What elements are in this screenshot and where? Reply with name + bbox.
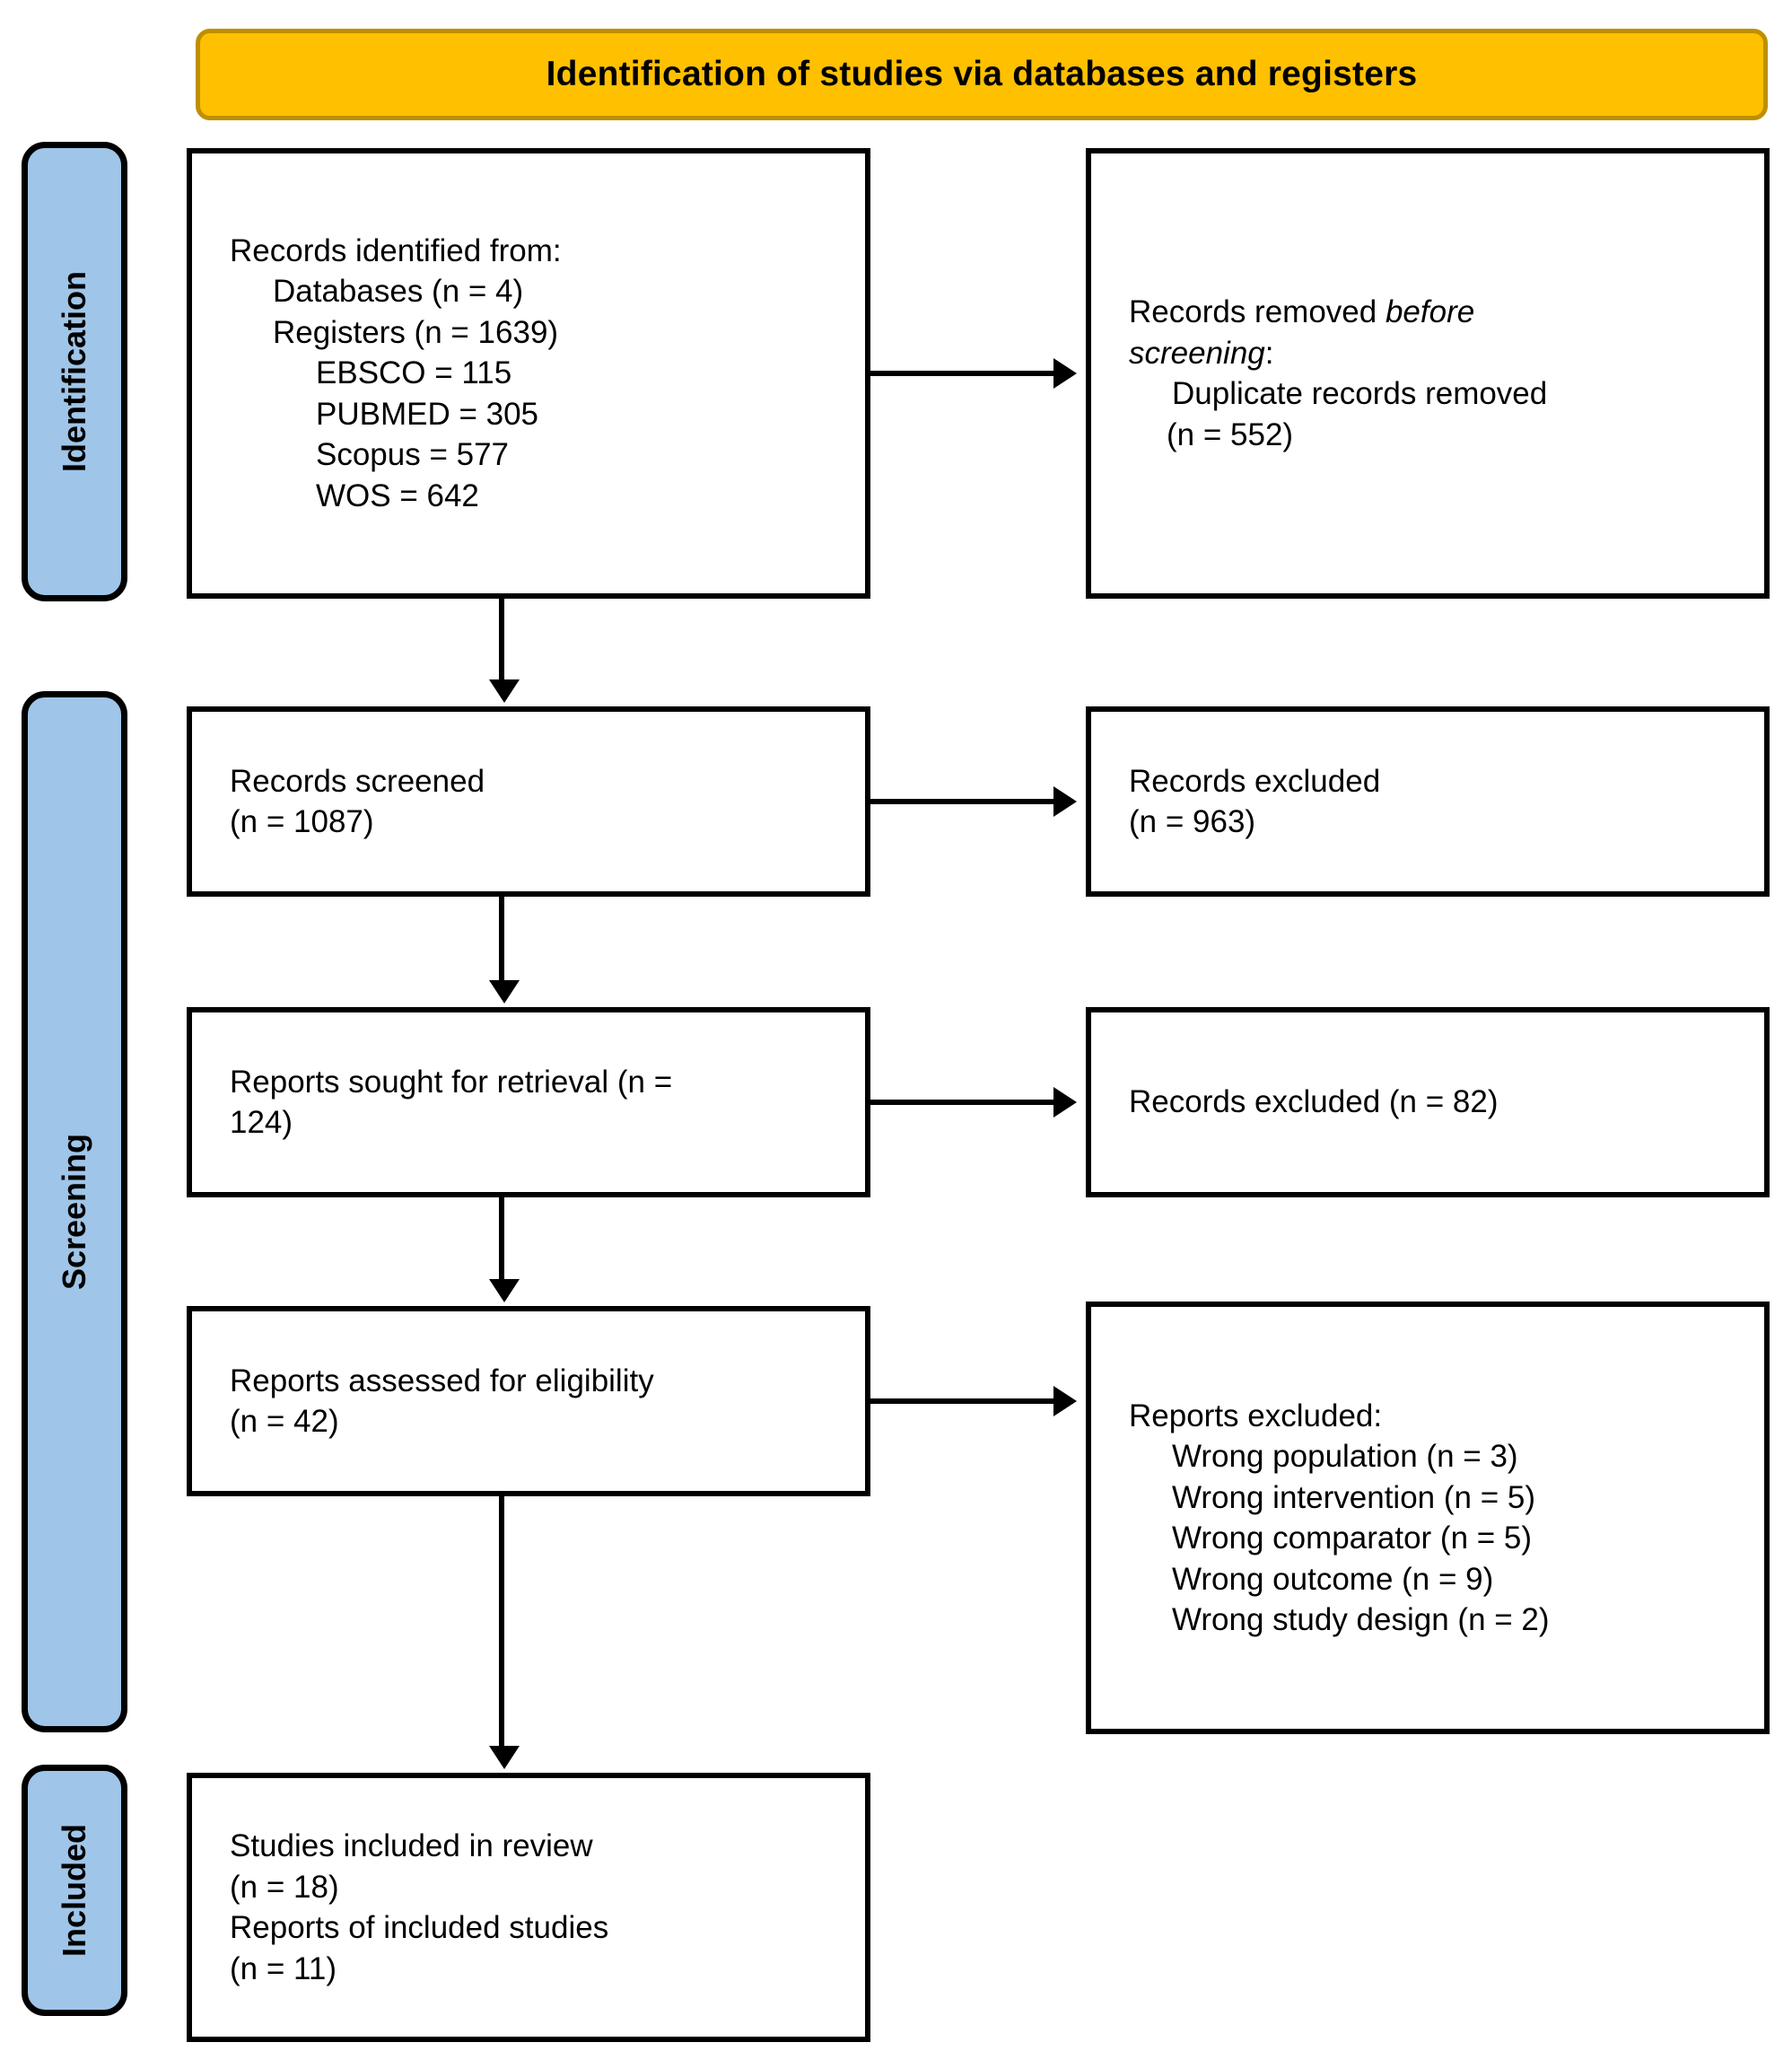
records-removed-line-0: Records removed before <box>1129 292 1748 333</box>
arrowhead-sought-to-assessed <box>489 1279 520 1302</box>
reports-sought-line-0: Reports sought for retrieval (n = <box>230 1064 673 1100</box>
studies-included-line-3: (n = 11) <box>230 1950 337 1986</box>
reports-excluded-heading: Reports excluded: <box>1129 1398 1383 1433</box>
phase-bar-screening: Screening <box>22 691 127 1732</box>
connector-sought-to-excluded <box>870 1100 1053 1105</box>
header-banner: Identification of studies via databases … <box>196 29 1768 120</box>
box-records-removed: Records removed before screening: Duplic… <box>1086 148 1770 599</box>
reports-excluded-reason-4: Wrong study design (n = 2) <box>1172 1602 1550 1637</box>
connector-screened-to-sought <box>499 897 504 984</box>
records-removed-plain-2: : <box>1264 335 1274 371</box>
arrowhead-screened-to-sought <box>489 980 520 1004</box>
box-reports-sought: Reports sought for retrieval (n = 124) <box>187 1007 870 1197</box>
reports-sought-line-1: 124) <box>230 1105 293 1140</box>
arrowhead-sought-to-excluded <box>1053 1087 1077 1118</box>
records-identified-line-2: Registers (n = 1639) <box>273 314 559 350</box>
records-removed-line-1: screening: <box>1129 333 1748 374</box>
records-identified-line-6: WOS = 642 <box>316 478 479 513</box>
connector-assessed-to-included <box>499 1496 504 1749</box>
header-title: Identification of studies via databases … <box>546 55 1418 93</box>
studies-included-line-1: (n = 18) <box>230 1869 339 1905</box>
arrowhead-screened-to-excluded <box>1053 786 1077 817</box>
records-identified-line-3: EBSCO = 115 <box>316 355 512 391</box>
studies-included-line-2: Reports of included studies <box>230 1910 609 1945</box>
records-removed-plain-1: Records removed <box>1129 294 1386 329</box>
records-identified-line-0: Records identified from: <box>230 232 562 268</box>
records-excluded-screening-line-1: (n = 963) <box>1129 804 1256 839</box>
reports-excluded-reason-3: Wrong outcome (n = 9) <box>1172 1561 1494 1597</box>
reports-excluded-reason-2: Wrong comparator (n = 5) <box>1172 1521 1533 1556</box>
arrowhead-assessed-to-included <box>489 1746 520 1769</box>
phase-bar-included: Included <box>22 1765 127 2016</box>
box-records-screened: Records screened (n = 1087) <box>187 706 870 897</box>
connector-sought-to-assessed <box>499 1197 504 1283</box>
arrowhead-identified-to-screened <box>489 679 520 703</box>
reports-assessed-line-1: (n = 42) <box>230 1404 339 1439</box>
connector-screened-to-excluded <box>870 799 1053 804</box>
records-screened-line-1: (n = 1087) <box>230 804 374 839</box>
records-removed-italic-1: before <box>1385 294 1475 329</box>
box-studies-included: Studies included in review (n = 18) Repo… <box>187 1773 870 2042</box>
arrowhead-identified-to-removed <box>1053 358 1077 389</box>
studies-included-line-0: Studies included in review <box>230 1828 593 1863</box>
reports-excluded-reason-1: Wrong intervention (n = 5) <box>1172 1479 1535 1515</box>
box-records-excluded-screening: Records excluded (n = 963) <box>1086 706 1770 897</box>
box-reports-assessed: Reports assessed for eligibility (n = 42… <box>187 1306 870 1496</box>
arrowhead-assessed-to-excluded <box>1053 1386 1077 1416</box>
records-screened-line-0: Records screened <box>230 763 485 799</box>
records-removed-italic-2: screening <box>1129 335 1265 371</box>
records-identified-line-4: PUBMED = 305 <box>316 396 539 432</box>
connector-assessed-to-excluded <box>870 1398 1053 1404</box>
phase-label-identification: Identification <box>56 271 92 472</box>
phase-label-screening: Screening <box>56 1133 92 1291</box>
records-excluded-retrieval-line-0: Records excluded (n = 82) <box>1129 1084 1499 1120</box>
reports-excluded-reason-0: Wrong population (n = 3) <box>1172 1439 1518 1474</box>
records-identified-line-5: Scopus = 577 <box>316 437 510 473</box>
box-reports-excluded-eligibility: Reports excluded: Wrong population (n = … <box>1086 1302 1770 1734</box>
records-removed-line-2: Duplicate records removed <box>1172 376 1548 411</box>
reports-assessed-line-0: Reports assessed for eligibility <box>230 1363 654 1398</box>
records-removed-line-3: (n = 552) <box>1167 416 1294 452</box>
records-identified-line-1: Databases (n = 4) <box>273 274 524 310</box>
box-records-excluded-retrieval: Records excluded (n = 82) <box>1086 1007 1770 1197</box>
box-records-identified: Records identified from: Databases (n = … <box>187 148 870 599</box>
connector-identified-to-removed <box>870 371 1053 376</box>
connector-identified-to-screened <box>499 599 504 683</box>
phase-bar-identification: Identification <box>22 142 127 601</box>
records-excluded-screening-line-0: Records excluded <box>1129 763 1381 799</box>
phase-label-included: Included <box>56 1823 93 1958</box>
